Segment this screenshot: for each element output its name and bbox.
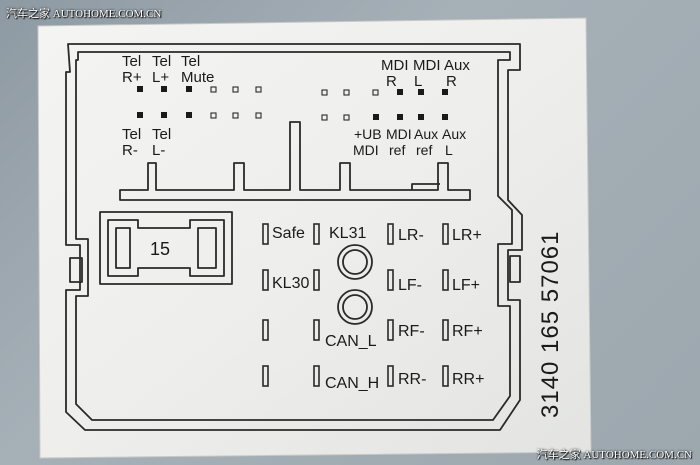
tel-l-plus-line1: Tel bbox=[152, 53, 171, 70]
part-number: 3140 165 57061 bbox=[537, 230, 564, 418]
tel-l-plus-line2: L+ bbox=[152, 69, 169, 86]
tel-mute-line2: Mute bbox=[181, 69, 214, 86]
safe-label: Safe bbox=[272, 225, 305, 242]
tel-mute-line1: Tel bbox=[181, 53, 200, 70]
tel-l-minus-line1: Tel bbox=[152, 126, 171, 143]
tel-r-minus-line2: R- bbox=[122, 142, 138, 159]
lr-minus-label: LR- bbox=[398, 227, 424, 244]
rf-plus-label: RF+ bbox=[452, 323, 483, 340]
aux-r-line1: Aux bbox=[444, 57, 470, 74]
aux-l-line1: Aux bbox=[442, 126, 466, 142]
mdi-l-line1: MDI bbox=[413, 57, 441, 74]
watermark-bottom: 汽车之家 AUTOHOME.COM.CN bbox=[536, 449, 692, 461]
rr-plus-label: RR+ bbox=[452, 371, 484, 388]
aux-l-line2: L bbox=[445, 142, 453, 158]
fuse-rating: 15 bbox=[150, 239, 170, 259]
aux-ref-line1: Aux bbox=[414, 126, 438, 142]
mdi-ref-line2: ref bbox=[389, 142, 405, 158]
tel-r-plus-line2: R+ bbox=[122, 69, 142, 86]
mdi-ref-line1: MDI bbox=[386, 126, 412, 142]
ub-mdi-line1: +UB bbox=[354, 126, 382, 142]
ub-mdi-line2: MDI bbox=[353, 142, 379, 158]
lf-minus-label: LF- bbox=[398, 277, 422, 294]
tel-r-minus-line1: Tel bbox=[122, 126, 141, 143]
tel-r-plus-line1: Tel bbox=[122, 53, 141, 70]
lower-pin-slots bbox=[262, 223, 449, 387]
mdi-r-line2: R bbox=[386, 73, 397, 90]
tel-l-minus-line2: L- bbox=[152, 142, 165, 159]
can-l-label: CAN_L bbox=[325, 333, 377, 350]
kl31-label: KL31 bbox=[329, 225, 366, 242]
lf-plus-label: LF+ bbox=[452, 277, 480, 294]
pin-slots-empty bbox=[210, 86, 379, 121]
kl30-label: KL30 bbox=[272, 275, 309, 292]
can-h-label: CAN_H bbox=[325, 375, 379, 392]
pin-slots-filled bbox=[137, 86, 448, 120]
rr-minus-label: RR- bbox=[398, 371, 426, 388]
watermark-top: 汽车之家 AUTOHOME.COM.CN bbox=[6, 8, 162, 20]
mdi-r-line1: MDI bbox=[381, 57, 409, 74]
rf-minus-label: RF- bbox=[398, 323, 425, 340]
lr-plus-label: LR+ bbox=[452, 227, 482, 244]
connector-outline bbox=[65, 43, 523, 431]
aux-ref-line2: ref bbox=[416, 142, 432, 158]
aux-r-line2: R bbox=[446, 73, 457, 90]
mdi-l-line2: L bbox=[414, 73, 422, 90]
